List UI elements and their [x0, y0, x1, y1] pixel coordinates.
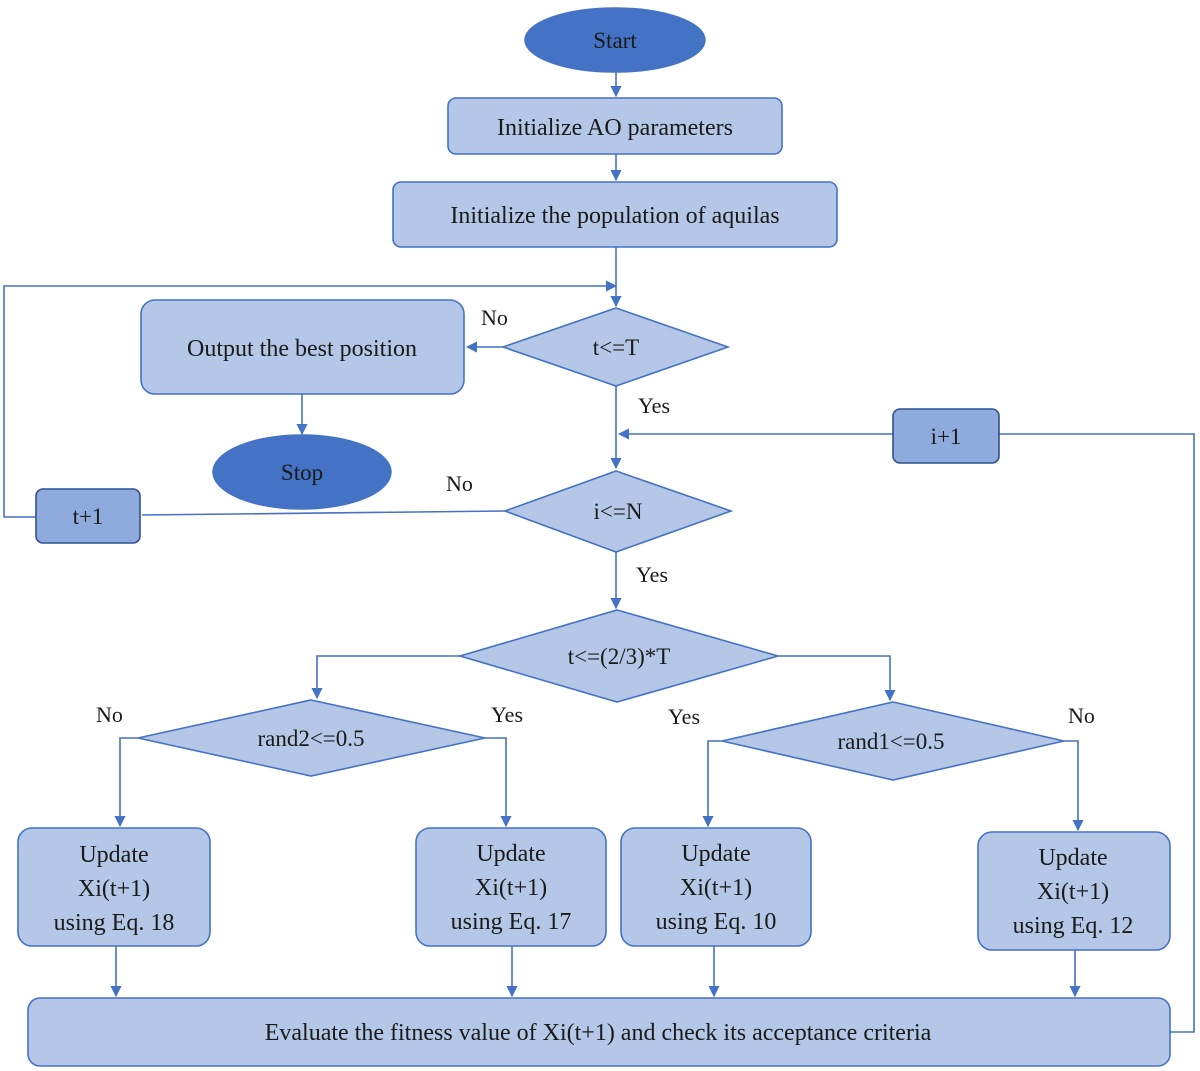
init-population-rect [392, 181, 838, 248]
update-eq17-box: Update Xi(t+1) using Eq. 17 [415, 827, 607, 947]
init-population-box: Initialize the population of aquilas [392, 181, 838, 248]
init-params-label: Initialize AO parameters [497, 115, 733, 141]
update-eq17-line2: Xi(t+1) [475, 875, 547, 901]
output-best-box: Output the best position [140, 299, 465, 395]
update-eq10-box: Update Xi(t+1) using Eq. 10 [620, 827, 812, 947]
edge-labels: No Yes No Yes No Yes Yes No [96, 305, 1095, 729]
cond-i-label: i<=N [594, 499, 643, 524]
start-label: Start [593, 28, 637, 53]
cond-rand1-diamond [721, 701, 1065, 781]
init-population-label: Initialize the population of aquilas [450, 203, 779, 229]
output-best-label: Output the best position [187, 336, 417, 362]
update-eq18-box: Update Xi(t+1) using Eq. 18 [17, 827, 211, 947]
init-params-box: Initialize AO parameters [447, 97, 783, 155]
update-eq18-line1: Update [79, 842, 148, 868]
cond-two-thirds-label: t<=(2/3)*T [568, 644, 671, 669]
arrow-t-plus-1-loop-back [3, 280, 618, 518]
output-best-rect [140, 299, 465, 395]
stop-terminal: Stop [212, 434, 392, 510]
connectors [3, 72, 1195, 1033]
arrow-rand1-yes-to-eq10 [702, 740, 722, 828]
arrow-rand2-yes-to-eq17 [485, 737, 512, 828]
update-eq17-line1: Update [476, 841, 545, 867]
edge-label-no-rand2: No [96, 702, 123, 727]
edge-label-yes-rand2: Yes [491, 702, 523, 727]
stop-label: Stop [281, 460, 323, 485]
evaluate-box: Evaluate the fitness value of Xi(t+1) an… [27, 997, 1171, 1067]
update-eq12-line3: using Eq. 12 [1013, 913, 1134, 939]
start-ellipse [524, 7, 706, 73]
arrow-rand1-no-to-eq12 [1064, 740, 1084, 832]
update-eq12-line1: Update [1038, 845, 1107, 871]
arrow-two-thirds-to-rand2 [311, 655, 460, 700]
arrow-two-thirds-to-rand1 [778, 655, 896, 702]
cond-i-diamond [502, 470, 734, 553]
stop-ellipse [212, 434, 392, 510]
cond-t-label: t<=T [593, 335, 639, 360]
edge-label-no-rand1: No [1068, 703, 1095, 728]
evaluate-rect [27, 997, 1171, 1067]
i-plus-1-box: i+1 [892, 408, 1000, 464]
update-eq18-line2: Xi(t+1) [78, 876, 150, 902]
cond-i-decision: i<=N [502, 470, 734, 553]
start-terminal: Start [524, 7, 706, 73]
cond-rand1-label: rand1<=0.5 [837, 729, 944, 754]
update-eq10-line1: Update [681, 841, 750, 867]
cond-t-decision: t<=T [500, 307, 731, 387]
evaluate-label: Evaluate the fitness value of Xi(t+1) an… [265, 1020, 932, 1046]
cond-rand1-decision: rand1<=0.5 [721, 701, 1065, 781]
update-eq10-rect [620, 827, 812, 947]
init-params-rect [447, 97, 783, 155]
cond-two-thirds-decision: t<=(2/3)*T [457, 609, 781, 703]
cond-t-diamond [500, 307, 731, 387]
cond-rand2-diamond [137, 699, 486, 777]
t-plus-1-rect [35, 488, 141, 544]
arrow-rand2-no-to-eq18 [114, 737, 138, 828]
cond-rand2-label: rand2<=0.5 [257, 726, 364, 751]
update-eq18-rect [17, 827, 211, 947]
update-eq17-rect [415, 827, 607, 947]
update-eq10-line3: using Eq. 10 [656, 909, 777, 935]
cond-rand2-decision: rand2<=0.5 [137, 699, 486, 777]
i-plus-1-label: i+1 [931, 424, 962, 449]
edge-label-no-t: No [481, 305, 508, 330]
update-eq12-box: Update Xi(t+1) using Eq. 12 [977, 831, 1171, 951]
line-cond-i-no-to-t-plus-1 [141, 510, 506, 516]
cond-two-thirds-diamond [457, 609, 781, 703]
update-eq18-line3: using Eq. 18 [54, 910, 175, 936]
update-eq12-line2: Xi(t+1) [1037, 879, 1109, 905]
update-eq10-line2: Xi(t+1) [680, 875, 752, 901]
t-plus-1-box: t+1 [35, 488, 141, 544]
edge-label-no-i: No [446, 471, 473, 496]
update-eq12-rect [977, 831, 1171, 951]
line-evaluate-to-i-plus-1 [999, 433, 1195, 1033]
edge-label-yes-i: Yes [636, 562, 668, 587]
update-eq17-line3: using Eq. 17 [451, 909, 572, 935]
edge-label-yes-t: Yes [638, 393, 670, 418]
edge-label-yes-rand1: Yes [668, 704, 700, 729]
i-plus-1-rect [892, 408, 1000, 464]
t-plus-1-label: t+1 [73, 504, 104, 529]
